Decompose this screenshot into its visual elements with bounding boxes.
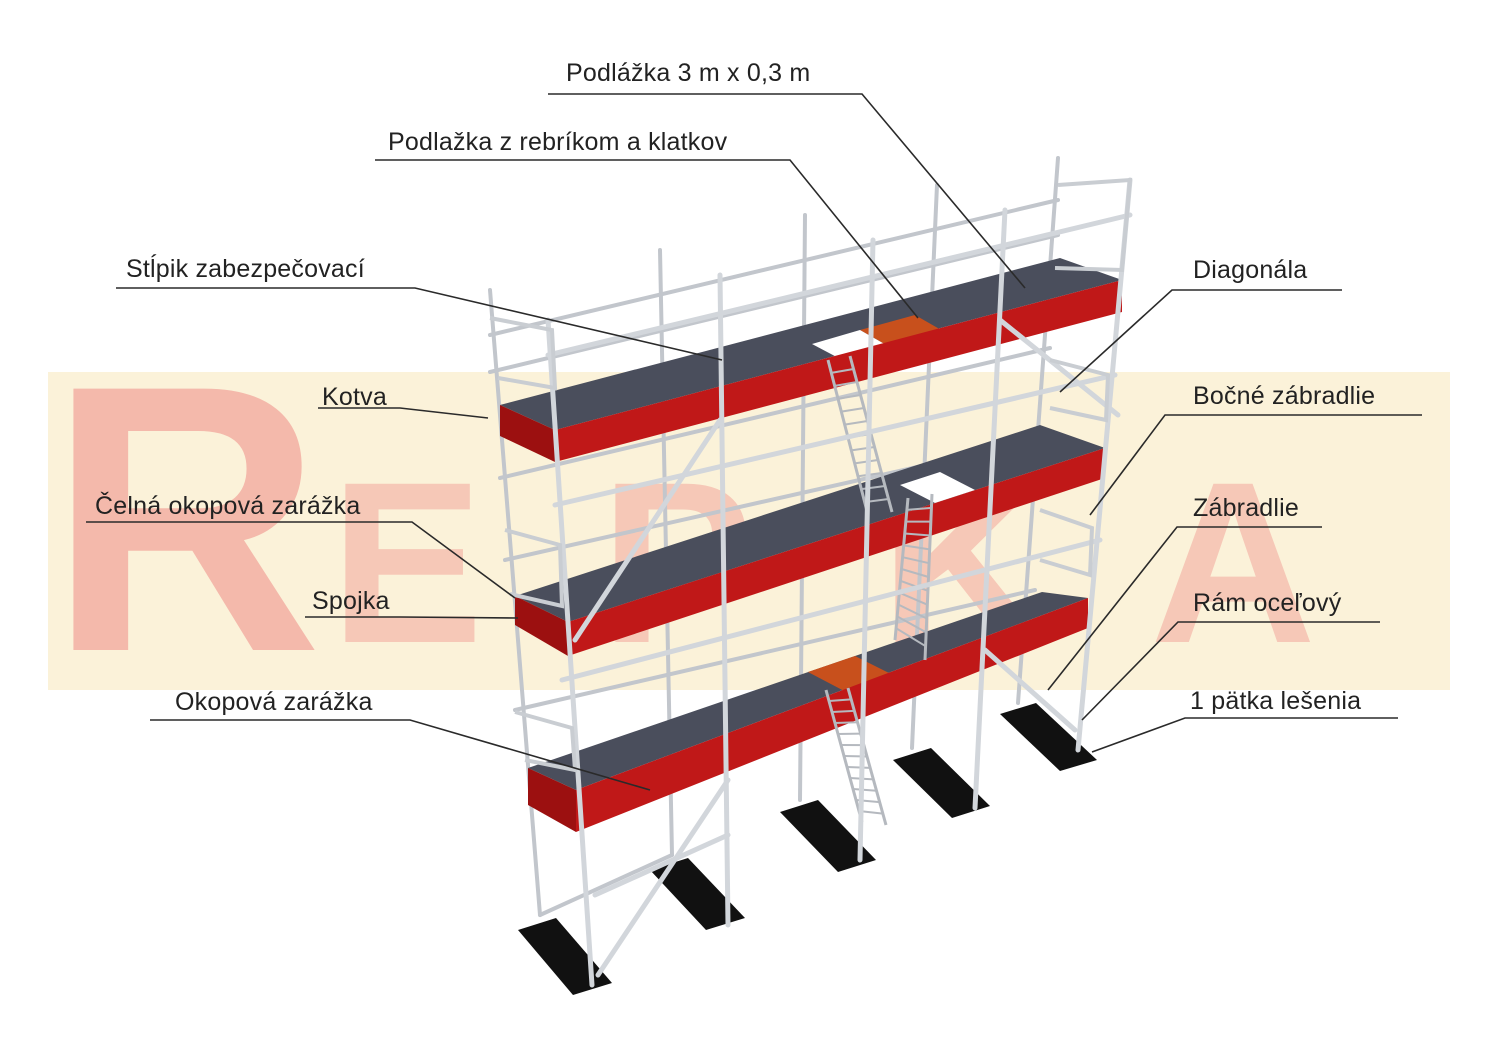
leader-zabradlie [1047,526,1322,691]
base-plate-icon [1000,703,1097,771]
side-guardrails [489,177,1133,773]
deck-surface [515,425,1105,622]
label-celna-zarazka: Čelná okopová zarážka [95,492,361,520]
hatch-deck [860,315,950,350]
end-toe-board [528,768,576,832]
base-plate-icon [893,748,990,818]
label-spojka: Spojka [312,587,390,615]
leader-podlazka-3m [548,93,1026,289]
base-plate-icon [650,858,745,930]
leader-okopova-zarazka [150,719,651,791]
ladder-rung [837,394,861,400]
ladder-rung [846,766,871,769]
ladder-rung [841,407,865,413]
leader-stlpik [116,287,723,361]
hatch-opening [900,472,975,503]
label-podlazka-3m: Podlážka 3 m x 0,3 m [566,59,811,87]
ladder-rung [898,591,928,606]
label-okopova-zarazka: Okopová zarážka [175,688,373,716]
base-plates [518,703,1097,995]
ladder-rung [834,381,858,387]
watermark-letter-r: R [48,306,322,731]
ladder-rung [901,568,929,578]
ladder-rung [904,532,931,537]
ladder-rung [897,603,928,620]
leader-kotva [318,407,489,419]
label-podlazka-rebrik: Podlažka z rebríkom a klatkov [388,128,728,156]
ladder-rung [844,420,868,426]
leader-lines [86,93,1422,791]
base-plate-icon [780,800,876,872]
leader-bocne-zabradlie [1089,414,1422,516]
leader-celna-zarazka [86,521,516,599]
ladder-rung [903,544,930,551]
label-bocne-zabradlie: Bočné zábradlie [1193,382,1376,410]
deck-surface [500,258,1122,430]
watermark-letter-e: E [330,434,483,691]
end-toe-board [515,596,568,656]
ladder-rung [902,556,930,565]
ladder-rung [895,627,927,648]
ladder-rung [834,721,858,724]
ladder-rung [906,506,932,511]
label-kotva: Kotva [322,383,387,411]
ladder-rung [828,698,852,702]
ladder-rung [896,615,927,634]
ladder-rung [831,368,854,374]
end-toe-board [500,405,555,462]
leader-podlazka-rebrik [375,159,919,319]
ladder-rung [831,709,855,713]
leader-patka [1091,717,1398,753]
base-plate-icon [518,918,612,995]
ladder-rung [861,485,886,491]
leader-ram-ocelovy [1081,621,1380,721]
label-stlpik: Stĺpik zabezpečovací [126,255,365,283]
label-diagonala: Diagonála [1193,256,1308,284]
deck-surface [528,592,1088,790]
watermark-letter-a: A [1150,434,1316,691]
ladder-rung [852,788,877,792]
label-zabradlie: Zábradlie [1193,494,1300,522]
toe-board [568,448,1105,656]
front-frame [545,177,1133,988]
label-patka: 1 pätka lešenia [1190,687,1362,715]
label-ram-ocelovy: Rám oceľový [1193,589,1342,617]
leader-spojka [305,616,519,619]
leader-diagonala [1059,289,1342,393]
